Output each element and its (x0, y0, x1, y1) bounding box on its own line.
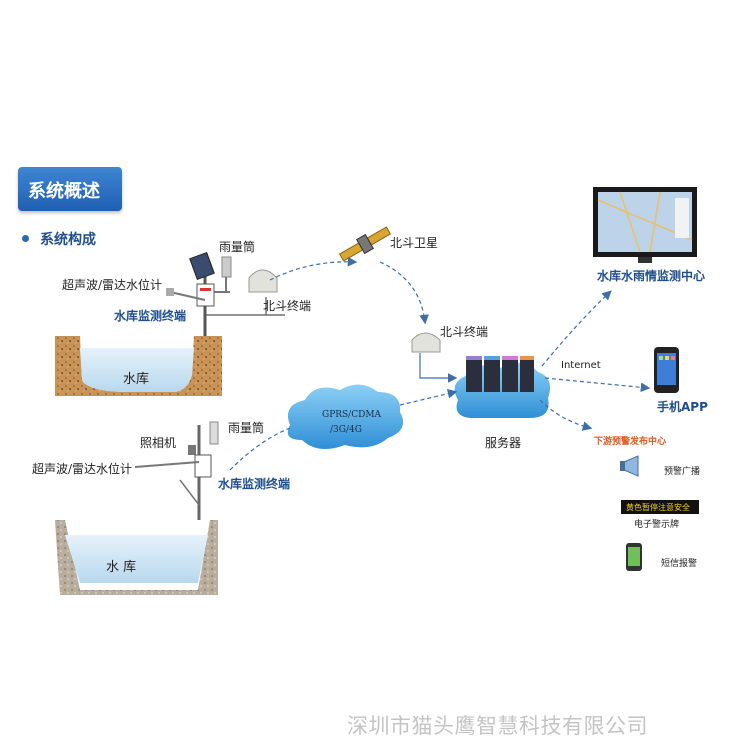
beidou-terminal-label-top: 北斗终端 (263, 299, 312, 313)
connection-lines (229, 256, 651, 471)
section-title: 系统概述 (28, 181, 100, 202)
monitor-center-label: 水库水雨情监测中心 (597, 269, 706, 283)
terminal-label-top: 水库监测终端 (114, 309, 187, 323)
internet-label: Internet (561, 360, 601, 371)
led-sign-panel (621, 500, 699, 514)
reservoir-label-top: 水库 (123, 372, 150, 387)
section-subtitle: 系统构成 (40, 232, 96, 248)
mobile-app-label: 手机APP (657, 400, 708, 414)
terminal-label-bottom: 水库监测终端 (218, 477, 291, 491)
satellite-label: 北斗卫星 (390, 236, 439, 250)
rain-gauge-label-bottom: 雨量筒 (228, 421, 265, 435)
camera-label: 照相机 (140, 436, 177, 450)
reservoir-bottom (55, 520, 218, 595)
beidou-terminal-label: 北斗终端 (440, 325, 489, 339)
downstream-center-label: 下游预警发布中心 (594, 437, 667, 447)
station-bottom-pole (134, 421, 219, 520)
company-watermark: 深圳市猫头鹰智慧科技有限公司 (347, 714, 648, 738)
megaphone-icon (620, 455, 639, 477)
sms-phone-icon (626, 543, 642, 571)
gprs-cloud (287, 384, 404, 449)
led-sign-label: 电子警示牌 (634, 520, 680, 530)
reservoir-label-bottom: 水 库 (106, 560, 137, 575)
cloud-text-line1: GPRS/CDMA (322, 410, 382, 420)
monitor-icon (593, 187, 697, 263)
level-meter-label-top: 超声波/雷达水位计 (62, 278, 163, 292)
station-top-pole (166, 251, 285, 336)
phone-icon (654, 347, 679, 393)
sms-label: 短信报警 (661, 559, 698, 569)
cloud-text-line2: /3G/4G (330, 425, 362, 435)
bullet-dot (22, 235, 29, 242)
rain-gauge-label-top: 雨量筒 (219, 240, 256, 254)
reservoir-top (55, 336, 222, 396)
server-label: 服务器 (485, 436, 522, 450)
section-header-box (18, 167, 122, 211)
broadcast-label: 预警广播 (664, 467, 701, 477)
satellite-icon (338, 226, 392, 262)
server-icon (466, 356, 534, 392)
level-meter-label-bottom: 超声波/雷达水位计 (32, 462, 133, 476)
led-sign-text: 黄色暂停注意安全 (626, 503, 690, 512)
beidou-terminal-dome (411, 332, 441, 353)
